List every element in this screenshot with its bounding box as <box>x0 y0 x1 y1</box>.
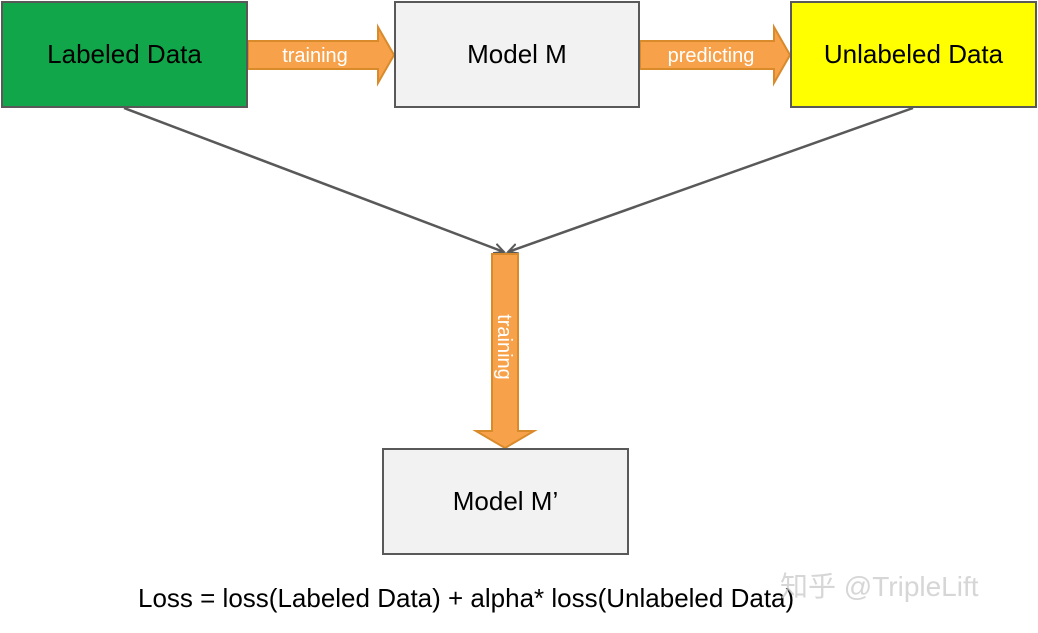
vertical-training-arrow-label: training <box>493 314 515 380</box>
unlabeled-data-node: Unlabeled Data <box>790 1 1037 108</box>
model-m-node: Model M <box>394 1 640 108</box>
model-m-prime-node: Model M’ <box>382 448 629 555</box>
model-m-label: Model M <box>467 39 567 69</box>
predicting-arrow-label: predicting <box>668 45 755 67</box>
labeled-data-node: Labeled Data <box>1 1 248 108</box>
training-block-arrow <box>247 23 396 87</box>
connector-unlabeled-to-merge <box>508 106 914 252</box>
labeled-data-label: Labeled Data <box>47 39 202 69</box>
loss-formula: Loss = loss(Labeled Data) + alpha* loss(… <box>138 583 795 613</box>
vertical-training-block-arrow <box>472 253 538 450</box>
unlabeled-data-label: Unlabeled Data <box>823 39 1004 69</box>
watermark: 知乎 @TripleLift <box>780 571 979 602</box>
predicting-block-arrow <box>639 23 792 87</box>
connector-labeled-to-merge <box>123 106 504 252</box>
training-arrow-label: training <box>282 45 348 67</box>
model-m-prime-label: Model M’ <box>452 486 559 516</box>
